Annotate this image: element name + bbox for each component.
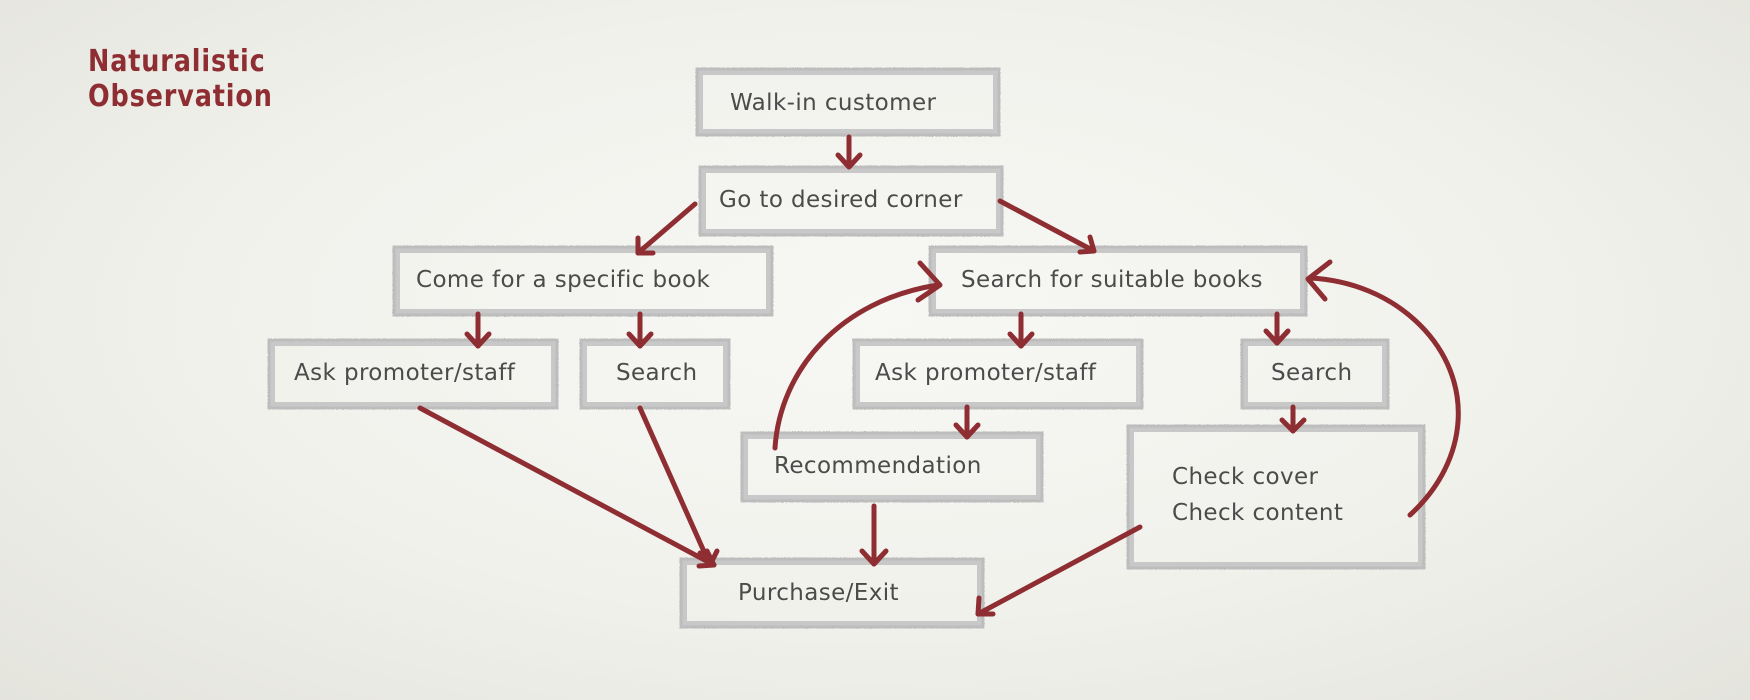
arrow-specific-to-ask — [464, 311, 492, 349]
arrow-recommendation-loop — [772, 260, 943, 451]
arrow-corner-to-specific — [635, 201, 698, 256]
node-specific-book-label: Come for a specific book — [416, 267, 710, 293]
node-check-cover-label: Check cover — [1172, 464, 1319, 490]
node-suitable-books: Search for suitable books — [928, 245, 1308, 317]
arrow-specific-to-search — [626, 311, 654, 349]
arrow-search-left-to-purchase — [637, 405, 720, 568]
arrow-ask-to-recommendation — [953, 404, 981, 440]
arrow-recommendation-to-purchase — [859, 503, 889, 567]
arrow-suitable-to-ask — [1007, 311, 1035, 349]
title-line-2: Observation — [88, 79, 273, 114]
node-go-corner: Go to desired corner — [698, 165, 1004, 237]
node-ask-right-label: Ask promoter/staff — [875, 360, 1097, 386]
node-check-content-label: Check content — [1172, 500, 1343, 526]
node-ask-right: Ask promoter/staff — [852, 338, 1144, 410]
node-recommendation: Recommendation — [740, 431, 1044, 503]
node-walk-in-label: Walk-in customer — [730, 90, 937, 116]
node-purchase-exit-label: Purchase/Exit — [738, 580, 899, 606]
arrow-corner-to-suitable — [997, 198, 1097, 255]
arrow-ask-left-to-purchase — [417, 405, 717, 569]
arrow-check-to-purchase — [975, 524, 1143, 617]
arrow-suitable-to-search — [1263, 311, 1291, 346]
title-line-1: Naturalistic — [88, 44, 266, 79]
node-ask-left-label: Ask promoter/staff — [294, 360, 516, 386]
node-search-right: Search — [1240, 338, 1390, 410]
node-suitable-books-label: Search for suitable books — [961, 267, 1263, 293]
node-search-left-label: Search — [616, 360, 697, 386]
node-go-corner-label: Go to desired corner — [719, 187, 963, 213]
node-walk-in: Walk-in customer — [695, 67, 1001, 137]
arrow-check-loop — [1305, 259, 1461, 518]
node-search-left: Search — [579, 338, 731, 410]
arrow-search-to-check — [1279, 404, 1307, 434]
node-purchase-exit: Purchase/Exit — [679, 557, 985, 629]
node-search-right-label: Search — [1271, 360, 1352, 386]
node-check: Check cover Check content — [1126, 424, 1426, 570]
page-title: Naturalistic Observation — [88, 44, 273, 114]
node-specific-book: Come for a specific book — [392, 245, 774, 317]
node-ask-left: Ask promoter/staff — [267, 338, 559, 410]
node-recommendation-label: Recommendation — [774, 453, 982, 479]
arrow-walkin-to-corner — [835, 134, 863, 170]
